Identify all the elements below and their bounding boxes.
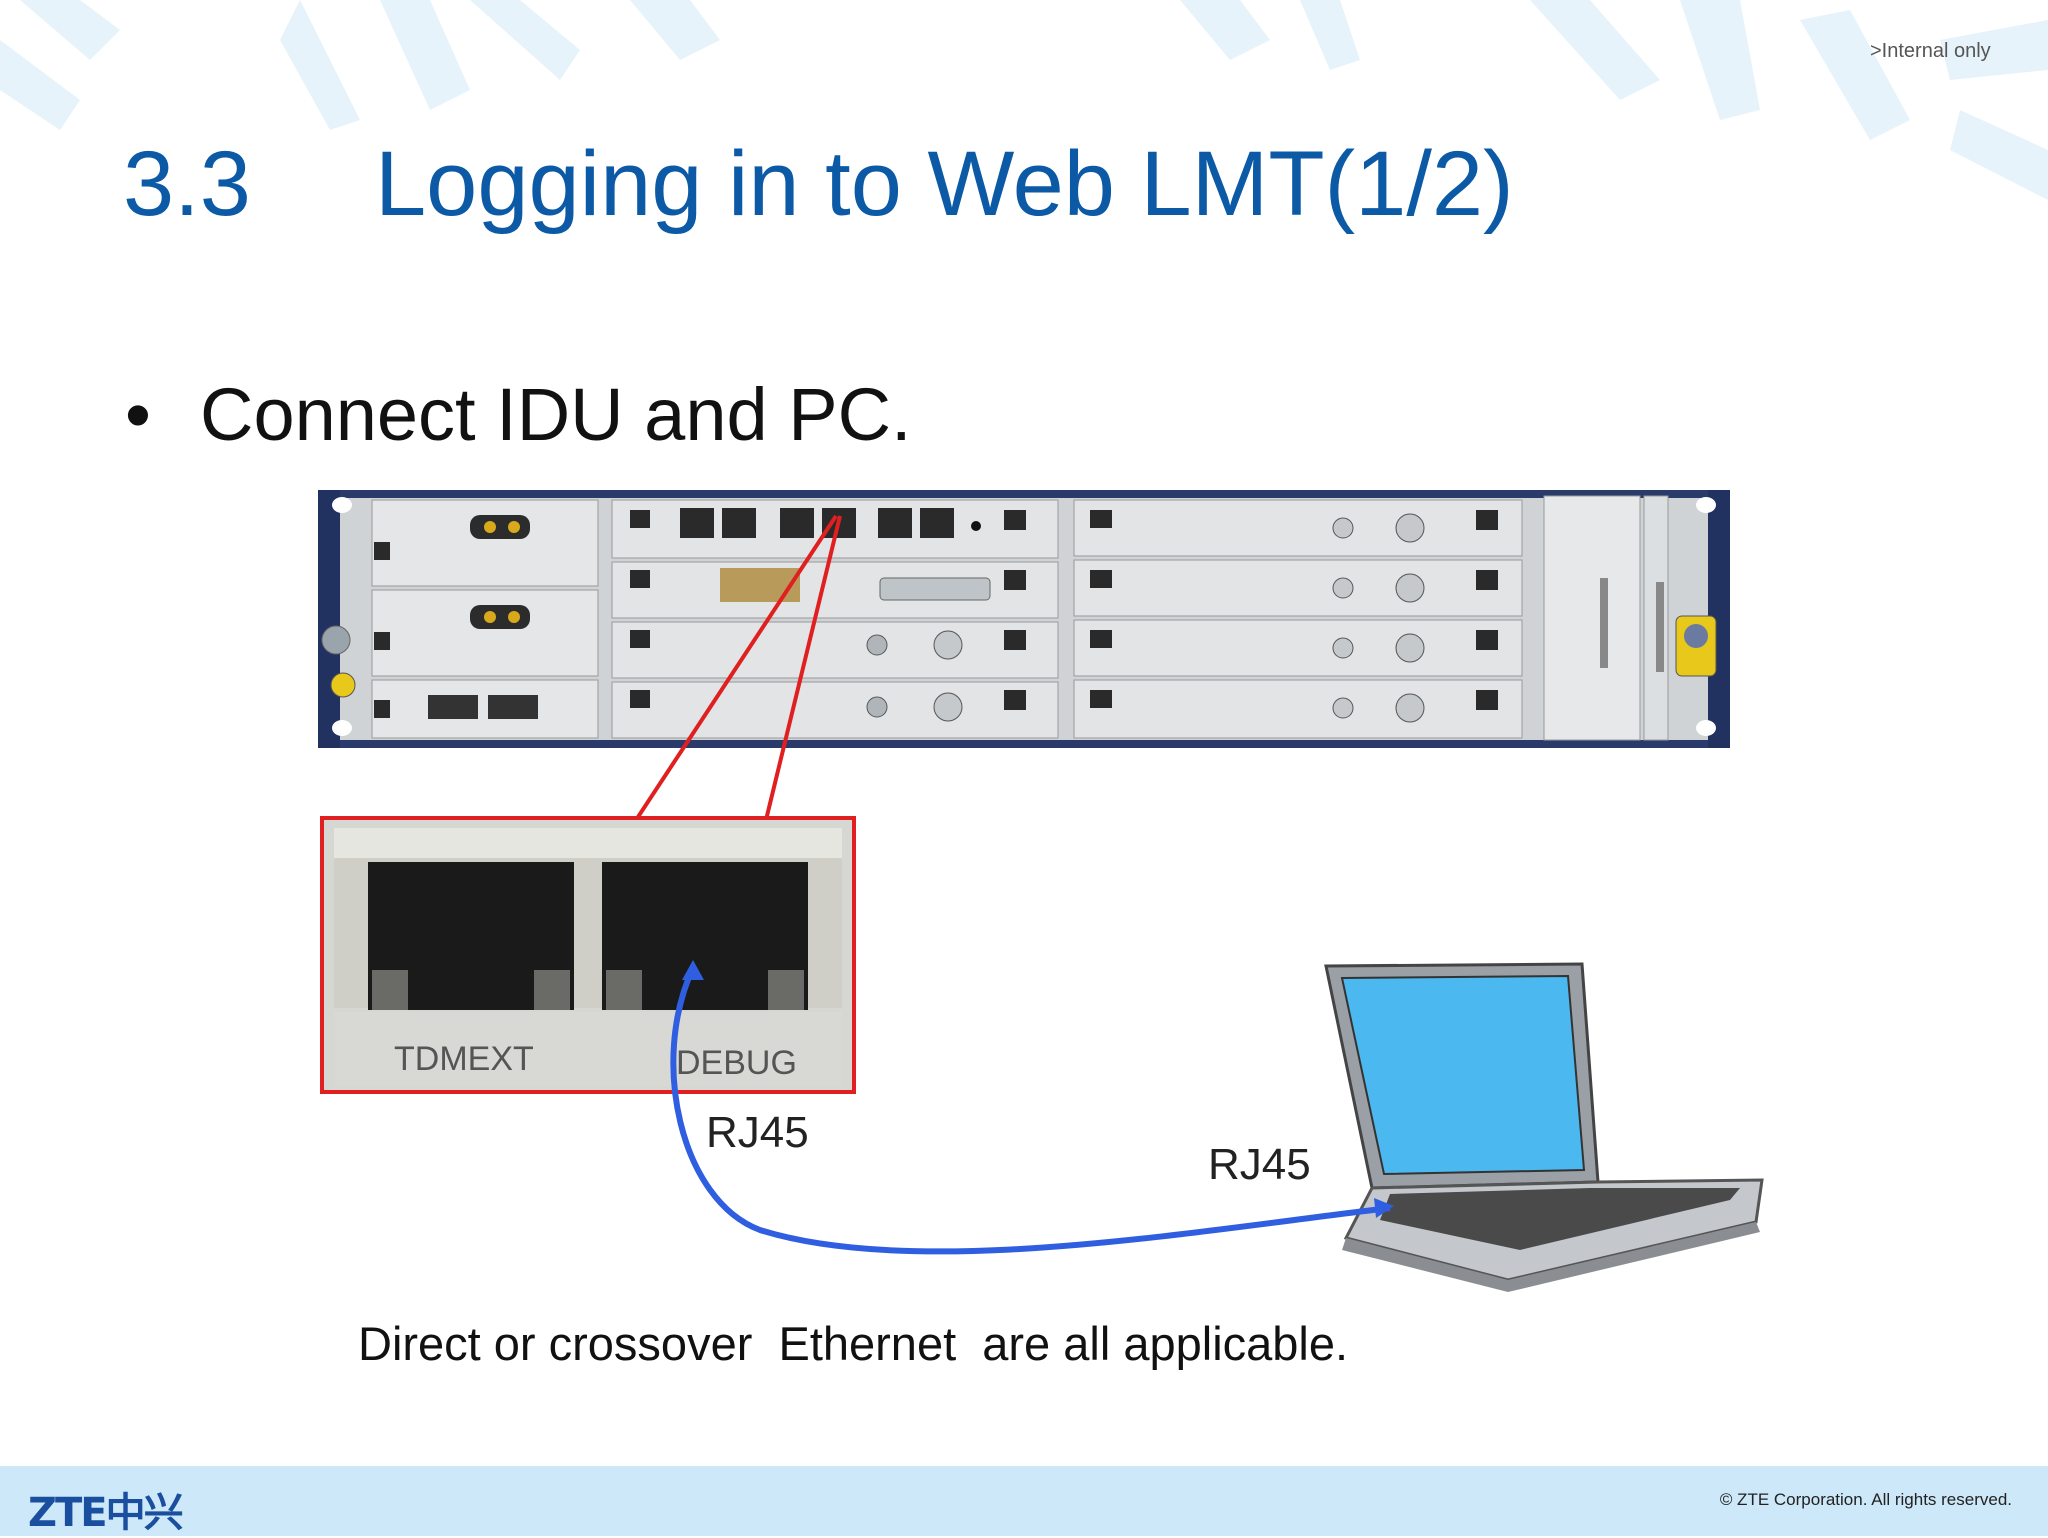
copyright-notice: © ZTE Corporation. All rights reserved. bbox=[1719, 1490, 2012, 1509]
debug-port-zoom bbox=[320, 816, 856, 1094]
zte-logo: ZTE中兴 bbox=[28, 1490, 184, 1536]
port-label-debug: DEBUG bbox=[676, 1044, 797, 1082]
connection-diagram: TDMEXT DEBUG bbox=[318, 490, 1764, 1292]
snowflake-background bbox=[0, 0, 2048, 200]
diagram-caption: Direct or crossover Ethernet are all app… bbox=[358, 1317, 1349, 1370]
bullet-dot: • bbox=[125, 373, 151, 456]
idu-chassis bbox=[318, 490, 1730, 748]
rj45-label-idu: RJ45 bbox=[706, 1108, 809, 1157]
page-title: Logging in to Web LMT(1/2) bbox=[375, 133, 1514, 235]
bullet-item: •Connect IDU and PC. bbox=[125, 378, 912, 452]
bullet-text: Connect IDU and PC. bbox=[200, 373, 912, 456]
footer-bar bbox=[0, 1466, 2048, 1536]
laptop-icon bbox=[1324, 962, 1764, 1292]
port-label-tdmext: TDMEXT bbox=[394, 1040, 534, 1078]
classification-label: >Internal only bbox=[1870, 40, 1991, 62]
section-number: 3.3 bbox=[123, 133, 251, 235]
rj45-label-pc: RJ45 bbox=[1208, 1140, 1311, 1189]
